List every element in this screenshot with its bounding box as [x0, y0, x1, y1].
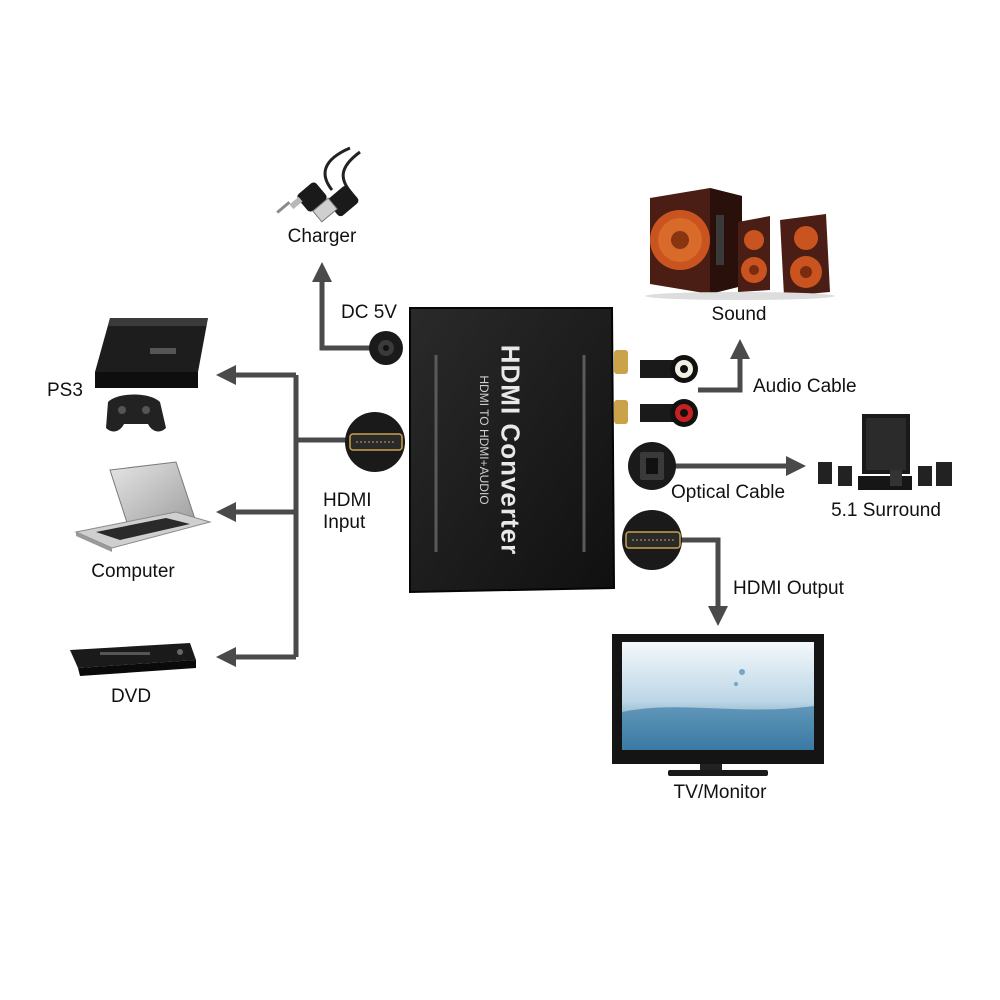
dc-power-arrow — [312, 262, 385, 351]
optical-connector-icon — [628, 442, 676, 490]
hdmi-input-label-line1: HDMI — [323, 490, 372, 511]
hdmi-input-connector-icon — [345, 412, 405, 472]
hdmi-output-connector-icon — [622, 510, 682, 570]
hdmi-output-label: HDMI Output — [733, 578, 844, 599]
rca-red-connector-icon — [640, 399, 698, 427]
hdmi-input-label-line2: Input — [323, 512, 366, 533]
speaker-system-icon — [645, 188, 835, 300]
dvd-player-icon — [70, 643, 196, 676]
hdmi-output-arrow — [680, 537, 728, 626]
laptop-icon — [74, 461, 212, 552]
connection-lines — [216, 262, 806, 667]
converter-title: HDMI Converter — [495, 344, 526, 556]
ps3-console-icon — [95, 318, 208, 432]
sound-label: Sound — [711, 304, 767, 325]
charger-cable-icon — [276, 146, 361, 223]
dc-jack-icon — [369, 331, 403, 365]
ps3-label: PS3 — [47, 380, 83, 401]
surround-label: 5.1 Surround — [831, 500, 941, 521]
tv-monitor-label: TV/Monitor — [673, 782, 767, 803]
audio-cable-label: Audio Cable — [753, 376, 857, 397]
tv-monitor-icon — [612, 634, 824, 776]
audio-cable-arrow — [698, 339, 750, 393]
dc-5v-label: DC 5V — [341, 302, 397, 323]
computer-label: Computer — [91, 561, 175, 582]
converter-subtitle: HDMI TO HDMI+AUDIO — [477, 375, 491, 505]
dvd-label: DVD — [110, 686, 152, 707]
surround-speakers-icon — [818, 414, 952, 490]
charger-label: Charger — [287, 226, 357, 247]
rca-white-connector-icon — [640, 355, 698, 383]
optical-cable-label: Optical Cable — [671, 482, 786, 503]
hdmi-converter-box — [409, 307, 628, 594]
